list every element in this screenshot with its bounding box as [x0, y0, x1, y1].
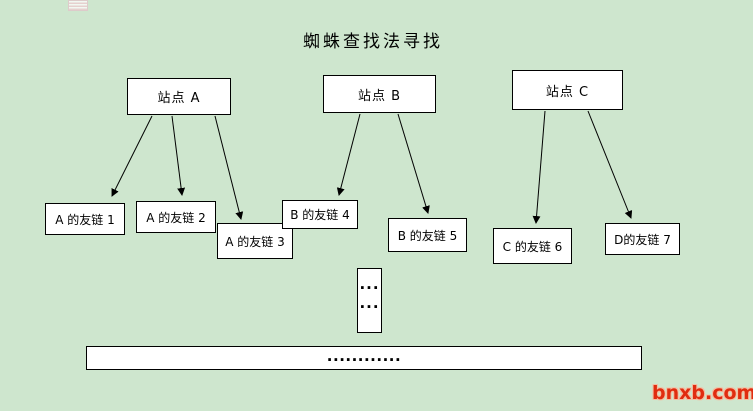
node-link-3-label: A 的友链 3: [225, 234, 285, 249]
node-link-7-label: D的友链 7: [614, 232, 671, 247]
node-link-6-label: C 的友链 6: [502, 239, 563, 254]
node-link-2: A 的友链 2: [136, 201, 216, 233]
bottom-box-label: ............: [326, 347, 402, 365]
node-link-1-label: A 的友链 1: [55, 212, 115, 227]
node-ellipsis-horizontal: ............: [86, 346, 642, 370]
node-link-5: B 的友链 5: [388, 218, 467, 252]
ellipsis-line-1: ...: [359, 275, 380, 293]
node-link-3: A 的友链 3: [217, 223, 293, 259]
arrow-site-c-to-link-7: [587, 110, 633, 219]
arrow-site-a-to-link-3: [214, 115, 244, 220]
node-link-4: B 的友链 4: [282, 200, 358, 229]
node-link-7: D的友链 7: [605, 223, 680, 255]
arrow-site-c-to-link-6: [532, 110, 546, 224]
node-site-b-label: 站点 B: [357, 88, 402, 104]
watermark-bnxb: bnxb.com: [652, 382, 753, 404]
node-site-c: 站点 C: [512, 70, 623, 110]
node-ellipsis-vertical: ... ...: [357, 268, 382, 333]
node-link-2-label: A 的友链 2: [146, 210, 206, 225]
arrow-site-b-to-link-4: [336, 113, 361, 196]
arrow-site-a-to-link-1: [111, 115, 153, 197]
node-site-b: 站点 B: [323, 75, 436, 113]
arrow-site-a-to-link-2: [171, 115, 186, 196]
node-site-c-label: 站点 C: [545, 84, 590, 100]
node-link-6: C 的友链 6: [493, 228, 572, 264]
node-link-1: A 的友链 1: [45, 203, 125, 235]
diagram-title: 蜘蛛查找法寻找: [303, 32, 443, 52]
top-left-artifact-icon: [68, 0, 88, 11]
ellipsis-line-2: ...: [359, 294, 380, 312]
node-link-5-label: B 的友链 5: [397, 228, 458, 243]
arrow-site-b-to-link-5: [397, 113, 430, 214]
node-site-a: 站点 A: [127, 78, 231, 115]
node-site-a-label: 站点 A: [157, 91, 201, 106]
node-link-4-label: B 的友链 4: [290, 208, 350, 222]
